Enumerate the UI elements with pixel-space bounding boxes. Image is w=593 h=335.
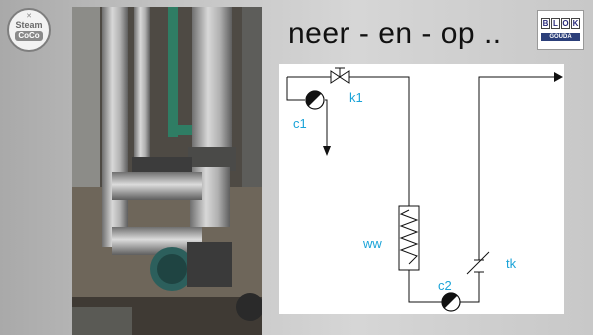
outlet-arrow-icon xyxy=(554,72,563,82)
piping-diagram: k1 c1 ww c2 tk xyxy=(279,64,564,314)
pipe-segment-riser xyxy=(478,76,554,250)
label-c1: c1 xyxy=(293,116,307,131)
thermostat-switch-arm xyxy=(466,251,490,275)
label-tk: tk xyxy=(506,256,517,271)
logo-letter: O xyxy=(561,18,570,29)
pump-c2 xyxy=(441,292,461,312)
logo-cross-mark: ✕ xyxy=(26,13,32,20)
logo-left-line2: CoCo xyxy=(15,30,43,41)
logo-letter: K xyxy=(571,18,580,29)
blok-gouda-logo: B L O K GOUDA xyxy=(537,10,584,50)
label-c2: c2 xyxy=(438,278,452,293)
heat-exchanger-box xyxy=(398,205,420,271)
logo-left-line1: Steam xyxy=(15,19,43,30)
drain-arrow-icon xyxy=(323,146,331,156)
heat-exchanger-coil xyxy=(399,209,419,265)
pipe-segment-c1-feed xyxy=(286,77,305,101)
pipe-photo-illustration xyxy=(72,7,262,335)
pipe-segment-bottom-left xyxy=(408,270,442,303)
pipe-installation-photo xyxy=(72,7,262,335)
valve-k1 xyxy=(330,67,350,84)
pipe-segment-top-right-down xyxy=(349,76,410,206)
logo-letter: B xyxy=(541,18,550,29)
logo-letter: L xyxy=(551,18,560,29)
steam-coco-logo: ✕ Steam CoCo xyxy=(7,8,51,52)
slide-title: neer - en - op .. xyxy=(288,17,502,50)
pipe-segment-bottom-right xyxy=(460,282,480,303)
logo-subtitle: GOUDA xyxy=(541,33,580,41)
label-k1: k1 xyxy=(349,90,363,105)
piping-schematic: k1 c1 ww c2 tk xyxy=(286,67,563,312)
pipe-segment-c1-drain xyxy=(325,99,328,150)
pump-c1 xyxy=(305,90,325,110)
label-ww: ww xyxy=(362,236,382,251)
